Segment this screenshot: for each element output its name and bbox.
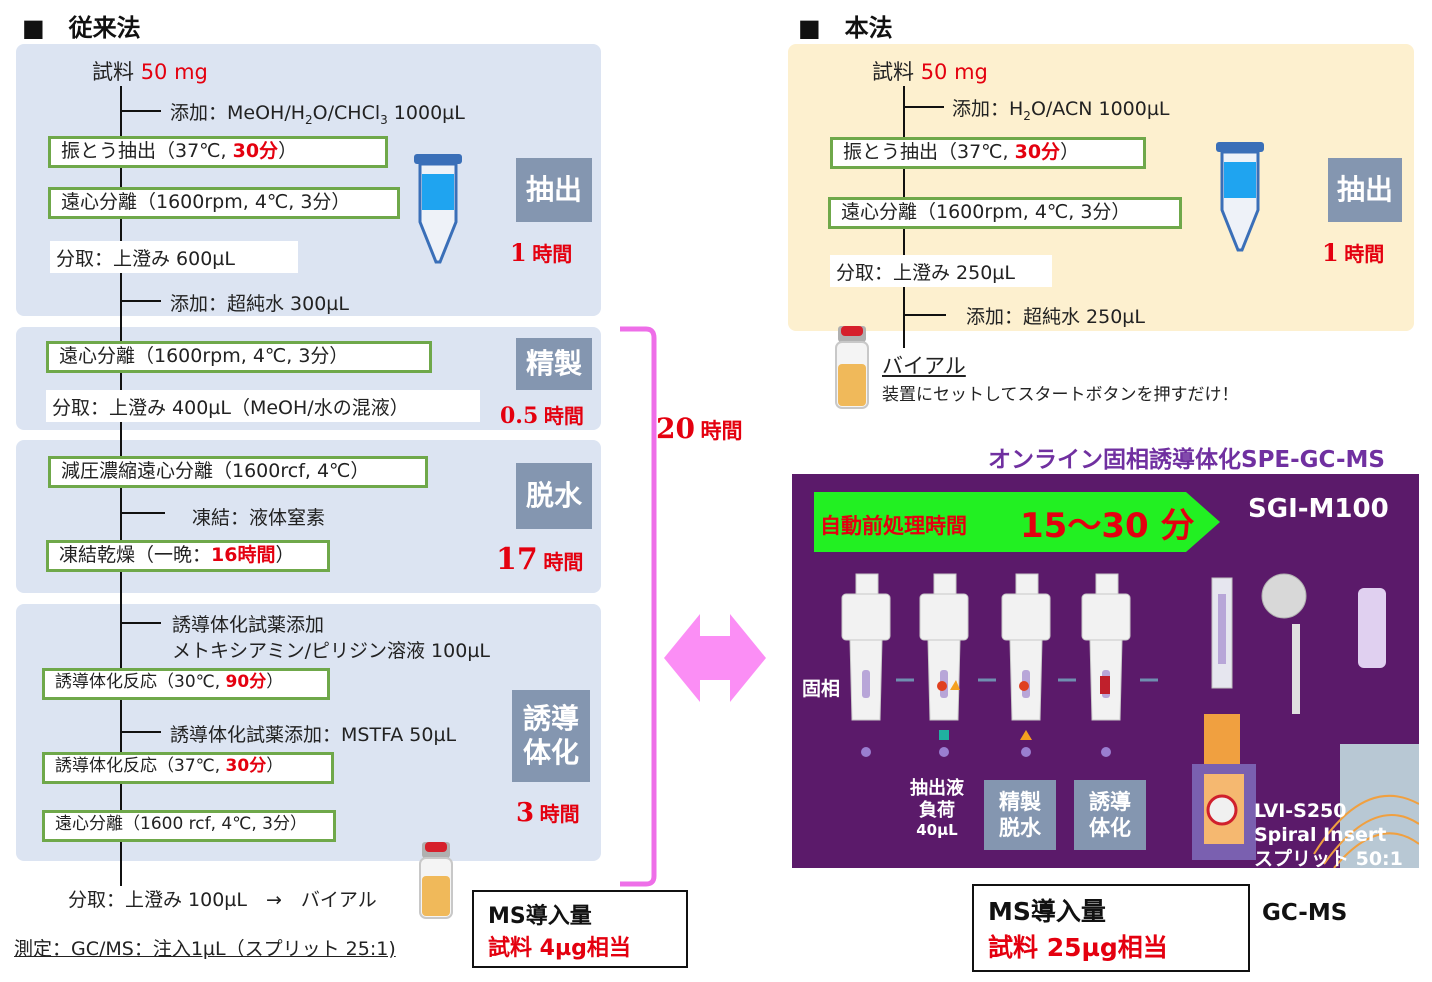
right-sample: 試料 50 mg: [872, 60, 988, 84]
compare-double-arrow: [664, 614, 766, 702]
left-sample: 試料 50 mg: [92, 60, 208, 84]
stage-dehydrate-label: 脱水: [516, 463, 592, 529]
right-ms-title: MS導入量: [988, 897, 1106, 926]
left-shake-extract: 振とう抽出（37℃, 30分）: [48, 136, 388, 168]
spe-cartridges: [841, 573, 1158, 757]
left-ms-value: 試料 4µg相当: [488, 936, 631, 961]
time-total: 20 時間: [656, 412, 743, 445]
right-add-solvent: 添加：H2O/ACN 1000µL: [952, 98, 1170, 123]
time-derivatize: 3 時間: [516, 798, 580, 828]
left-ms-title: MS導入量: [488, 904, 592, 929]
left-vacuum-centrifuge: 減圧濃縮遠心分離（1600rcf, 4℃）: [48, 456, 428, 488]
time-purify: 0.5 時間: [500, 403, 584, 429]
right-vial-note: 装置にセットしてスタートボタンを押すだけ！: [882, 385, 1239, 405]
gcms-label: GC-MS: [1262, 900, 1348, 926]
model-name: SGI-M100: [1248, 494, 1389, 524]
left-title: ■ 従来法: [22, 14, 141, 42]
left-centrifuge-2: 遠心分離（1600rpm, 4℃, 3分）: [46, 341, 432, 373]
stage-extract-label: 抽出: [516, 158, 592, 222]
right-shake-extract: 振とう抽出（37℃, 30分）: [830, 137, 1146, 169]
left-measure: 測定：GC/MS：注入1µL（スプリット 25:1): [14, 938, 396, 960]
left-final-collect: 分取：上澄み 100µL → バイアル: [68, 889, 377, 911]
right-title: ■ 本法: [798, 14, 893, 42]
injector-column: [1192, 573, 1419, 868]
auto-process-time: 15～30 分: [1020, 506, 1195, 546]
solid-phase-label: 固相: [802, 678, 841, 700]
total-bracket: [620, 326, 657, 887]
vial-icon: [419, 842, 453, 919]
left-freeze-dry: 凍結乾燥（一晩：16時間）: [46, 540, 330, 572]
left-derivatize-1: 誘導体化反応（30℃, 90分）: [42, 668, 330, 700]
online-method-title: オンライン固相誘導体化SPE-GC-MS: [988, 447, 1385, 473]
left-derivatize-2: 誘導体化反応（37℃, 30分）: [42, 752, 334, 784]
centrifuge-tube-icon-right: [1216, 142, 1264, 252]
stage-derivatize-label: 誘導体化: [512, 690, 590, 782]
stage-derivatize-online: 誘導体化: [1074, 780, 1146, 850]
right-stage-extract-label: 抽出: [1328, 158, 1402, 222]
stage-purify-label: 精製: [516, 338, 592, 390]
auto-time-arrow: [814, 492, 1220, 552]
instrument-illustration: 自動前処理時間 15～30 分 SGI-M100: [792, 474, 1419, 868]
left-centrifuge-1: 遠心分離（1600rpm, 4℃, 3分）: [48, 187, 400, 219]
right-add-water: 添加：超純水 250µL: [966, 306, 1145, 328]
left-collect-2: 分取：上澄み 400µL（MeOH/水の混液）: [46, 390, 480, 422]
left-centrifuge-3: 遠心分離（1600 rcf, 4℃, 3分）: [42, 810, 336, 842]
vial-icon-right: [835, 326, 869, 409]
left-reagent-2: 誘導体化試薬添加：MSTFA 50µL: [170, 724, 457, 746]
right-collect: 分取：上澄み 250µL: [830, 255, 1052, 287]
right-vial-label: バイアル: [882, 354, 966, 378]
time-dehydrate: 17 時間: [496, 542, 584, 577]
time-extract: 1 時間: [510, 238, 573, 267]
centrifuge-tube-icon: [414, 154, 462, 264]
auto-process-label: 自動前処理時間: [820, 514, 967, 538]
left-reagent-1: 誘導体化試薬添加メトキシアミン/ピリジン溶液 100µL: [172, 614, 491, 662]
stage-purify-dehydrate: 精製脱水: [984, 780, 1056, 850]
left-freeze: 凍結：液体窒素: [192, 507, 326, 529]
right-time-extract: 1 時間: [1322, 238, 1385, 267]
right-ms-amount-box: MS導入量 試料 25µg相当: [972, 884, 1250, 972]
left-add-solvent: 添加：MeOH/H2O/CHCl3 1000µL: [170, 102, 465, 127]
left-ms-amount-box: MS導入量 試料 4µg相当: [472, 890, 688, 968]
left-collect-1: 分取：上澄み 600µL: [50, 241, 298, 273]
left-add-water: 添加：超純水 300µL: [170, 293, 349, 315]
panel-new-extract: [788, 44, 1414, 331]
right-centrifuge: 遠心分離（1600rpm, 4℃, 3分）: [828, 197, 1182, 229]
right-ms-value: 試料 25µg相当: [988, 933, 1168, 962]
